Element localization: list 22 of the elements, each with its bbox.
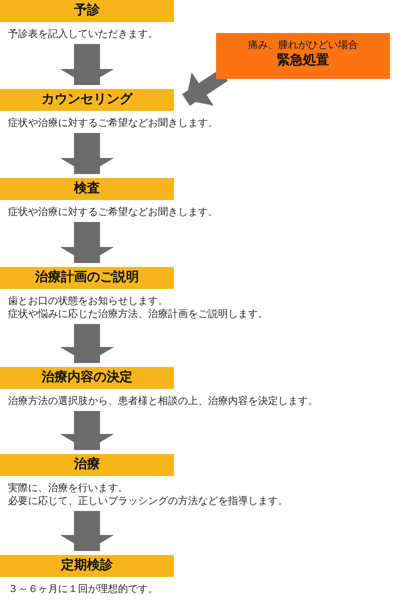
step-heading: 検査	[0, 178, 174, 200]
step-heading: 治療内容の決定	[0, 367, 174, 389]
arrow	[60, 44, 114, 85]
step-description: 症状や治療に対するご希望などお聞きします。	[8, 206, 218, 219]
arrow	[60, 411, 114, 450]
step-description: 治療方法の選択肢から、患者様と相談の上、治療内容を決定します。	[8, 395, 318, 408]
step-description: ３～６ヶ月に１回が理想的です。	[8, 583, 159, 596]
emergency-box: 痛み、腫れがひどい場合 緊急処置	[216, 33, 390, 79]
arrow	[60, 511, 114, 551]
arrow	[60, 133, 114, 174]
step-heading: 治療	[0, 454, 174, 476]
step-description: 予診表を記入していただきます。	[8, 28, 159, 41]
step-description: 歯とお口の状態をお知らせします。 症状や悩みに応じた治療方法、治療計画をご説明します。	[8, 295, 268, 321]
arrow	[60, 324, 114, 363]
arrow	[182, 69, 228, 106]
step-heading: 定期検診	[0, 555, 174, 577]
step-heading: カウンセリング	[0, 89, 174, 111]
arrow	[60, 222, 114, 263]
step-heading: 予診	[0, 0, 174, 22]
step-description: 実際に、治療を行います。 必要に応じて、正しいブラッシングの方法などを指導します。	[8, 482, 288, 508]
step-description: 症状や治療に対するご希望などお聞きします。	[8, 117, 218, 130]
step-heading: 治療計画のご説明	[0, 267, 174, 289]
